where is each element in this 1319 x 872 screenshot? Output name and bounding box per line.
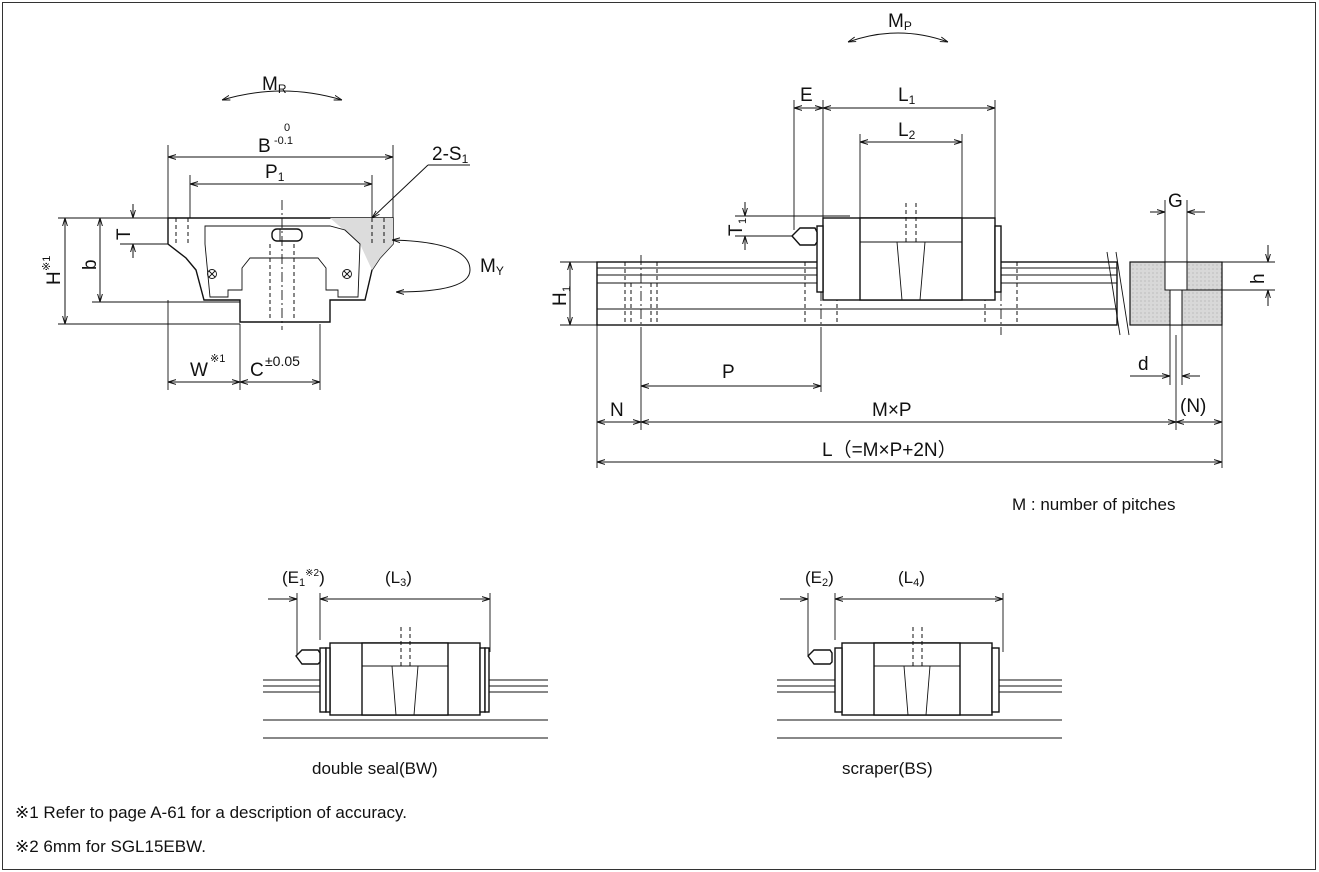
c-tolerance: ±0.05 xyxy=(265,353,300,369)
e-label: E xyxy=(800,85,813,106)
mxp-label: M×P xyxy=(872,400,912,421)
n-label: N xyxy=(610,400,624,421)
h1-label: H 1 xyxy=(550,286,573,306)
grease-nipple-icon xyxy=(807,649,833,665)
l1-label: L1 xyxy=(898,85,916,107)
pitch-note: M : number of pitches xyxy=(1012,495,1175,514)
d-label: d xyxy=(1138,354,1149,375)
svg-text:T: T xyxy=(726,224,747,236)
e2-label: (E2) xyxy=(805,568,834,589)
screw-icon xyxy=(342,269,352,279)
svg-text:※1: ※1 xyxy=(41,256,53,271)
screw-icon xyxy=(207,269,217,279)
two-s1-label: 2-S1 xyxy=(432,144,469,166)
w-label: W xyxy=(190,360,208,381)
b-tol-upper: 0 xyxy=(284,122,290,134)
e1-label: (E1※2) xyxy=(282,568,325,589)
my-label: MY xyxy=(480,256,504,278)
l3-label: (L3) xyxy=(385,568,412,589)
c-label: C xyxy=(250,360,264,381)
t-label: T xyxy=(114,228,135,240)
svg-text:1: 1 xyxy=(561,286,573,292)
end-view: MR B 0 -0.1 P1 2-S1 xyxy=(41,74,504,390)
n-paren-label: (N) xyxy=(1180,396,1206,417)
t1-label: T 1 xyxy=(726,218,749,236)
g-label: G xyxy=(1168,191,1183,212)
svg-text:H: H xyxy=(44,271,65,285)
l2-label: L2 xyxy=(898,120,916,142)
detail-double-seal: (E1※2) (L3) double seal(BW) xyxy=(263,568,548,778)
b-width-label: B xyxy=(258,136,271,157)
footnote-accuracy: ※1 Refer to page A-61 for a description … xyxy=(15,803,407,822)
mp-rotation-arrow xyxy=(848,32,948,42)
caption-scraper: scraper(BS) xyxy=(842,759,933,778)
grease-nipple-icon xyxy=(295,649,321,665)
w-note: ※1 xyxy=(210,353,225,365)
caption-double-seal: double seal(BW) xyxy=(312,759,438,778)
detail-scraper: (E2) (L4) scraper(BS) xyxy=(777,568,1062,778)
side-view: MP E L1 L2 T 1 xyxy=(550,11,1275,514)
l-formula-label: L（=M×P+2N） xyxy=(822,439,957,461)
b-tol-lower: -0.1 xyxy=(274,135,293,147)
h-small-label: h xyxy=(1248,273,1269,284)
grease-nipple-icon xyxy=(791,227,818,246)
svg-text:H: H xyxy=(550,292,571,306)
my-rotation-arrow xyxy=(392,240,471,292)
b-small-label: b xyxy=(80,259,101,270)
p-label: P xyxy=(722,362,735,383)
mr-rotation-arrow xyxy=(222,90,342,100)
p1-label: P1 xyxy=(265,162,285,184)
svg-text:1: 1 xyxy=(737,218,749,224)
footnote-sgl15ebw: ※2 6mm for SGL15EBW. xyxy=(15,837,206,856)
mp-label: MP xyxy=(888,11,912,33)
l4-label: (L4) xyxy=(898,568,925,589)
h-label: H ※1 xyxy=(41,256,65,285)
mr-label: MR xyxy=(262,74,287,96)
